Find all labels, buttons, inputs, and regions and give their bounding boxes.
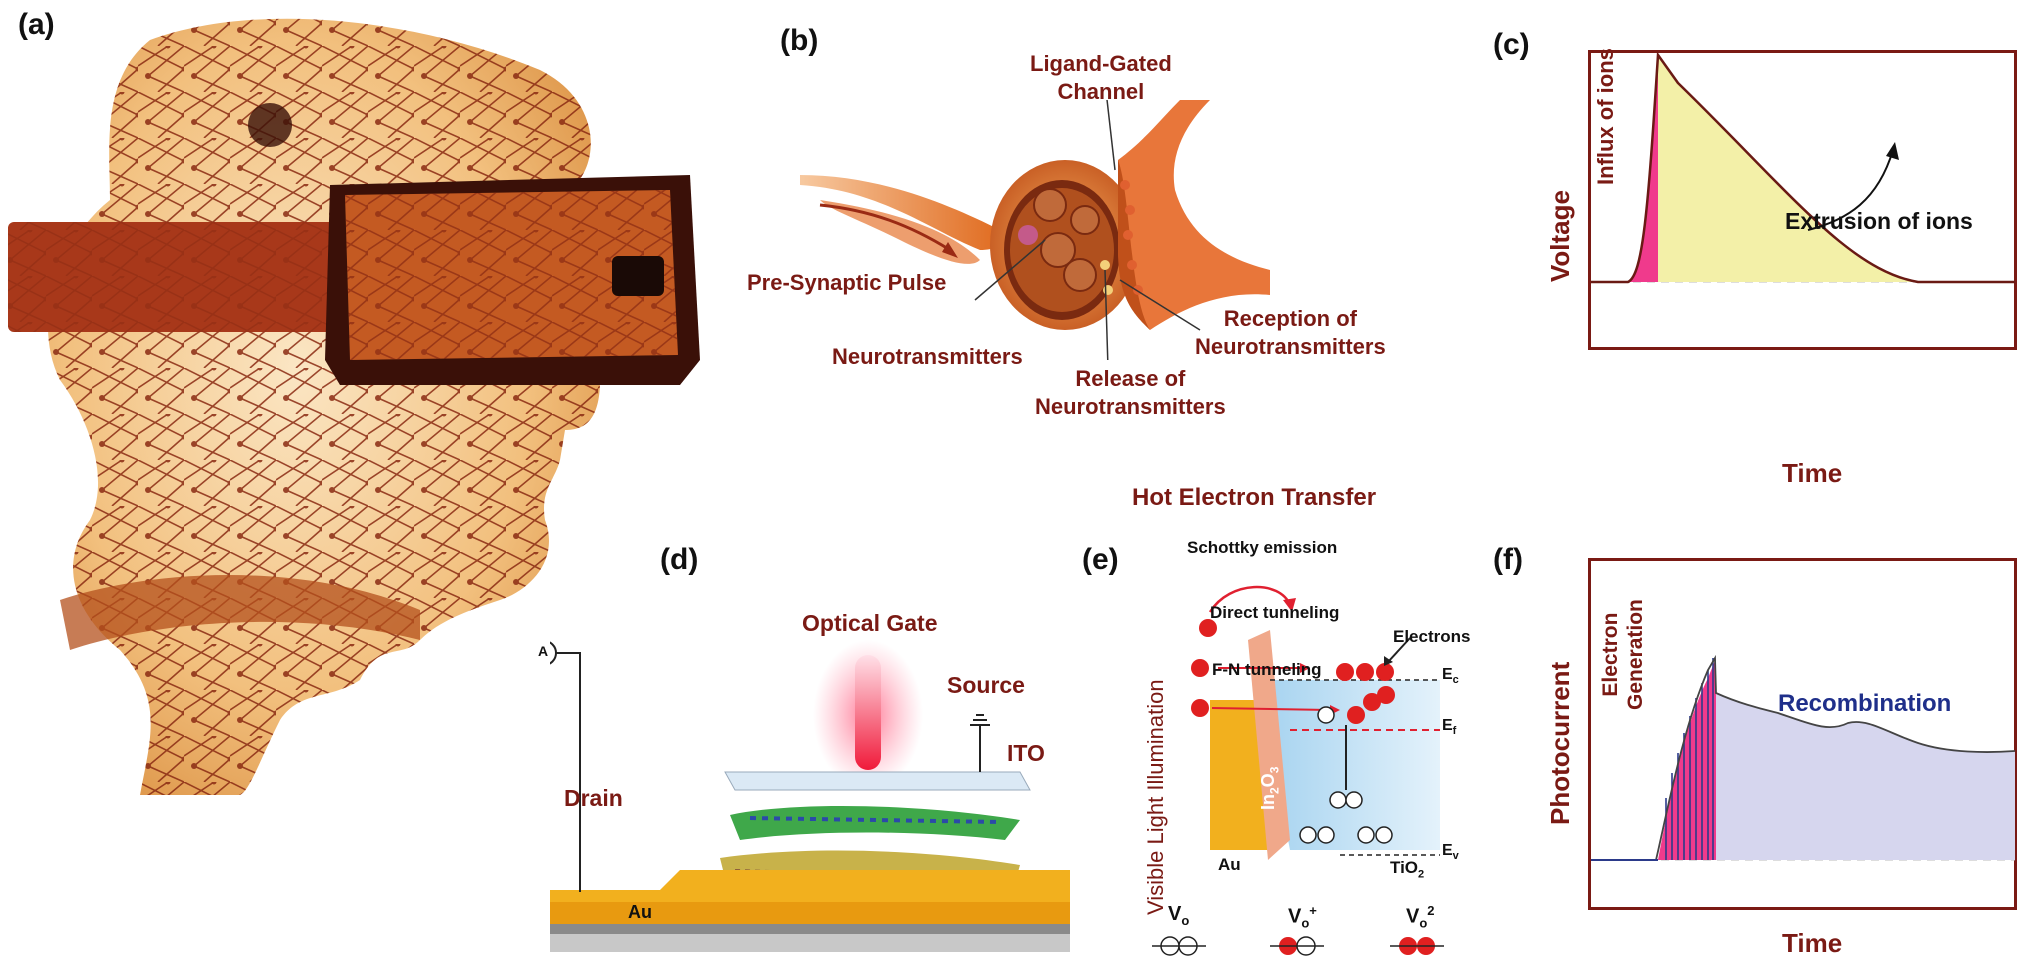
extrusion-fill [1658,55,1918,282]
time-axis-label-c: Time [1782,458,1843,488]
panel-label-a: (a) [18,8,55,41]
hot-electron-title: Hot Electron Transfer [1132,484,1377,511]
voltage-curve [1591,51,2015,284]
influx-label: Influx of ions [1593,48,1618,185]
vo1-label: Vo+ [1288,903,1317,931]
in2o3-barrier [1248,630,1290,860]
device-illustration [550,640,1070,952]
extrusion-label: Extrusion of ions [1785,208,1973,234]
ammeter-label: A [538,643,549,659]
ligand-gated-line2: Channel [1057,79,1145,104]
synapse-illustration [800,100,1270,360]
vr-head-illustration [8,18,700,795]
tio2-label: TiO2 [1390,858,1425,881]
band-diagram [1152,585,1444,956]
influx-fill [1591,55,1658,282]
vo1-icon [1270,936,1324,956]
panel-label-c: (c) [1493,28,1530,61]
generation-spikes [1665,658,1714,860]
release-label: Release of Neurotransmitters [1035,365,1226,421]
source-label: Source [947,672,1025,698]
voltage-chart [1588,50,2017,350]
neurotransmitters-label: Neurotransmitters [832,344,1023,369]
pre-synaptic-pulse-label: Pre-Synaptic Pulse [747,270,947,295]
au-band-label: Au [1218,855,1241,874]
recombination-fill [1713,693,2015,860]
generation-line1: Electron [1599,612,1622,697]
panel-label-e: (e) [1082,543,1119,576]
direct-tunneling-label: Direct tunneling [1210,603,1340,622]
panel-label-f: (f) [1493,543,1523,576]
panel-label-b: (b) [780,24,819,57]
time-axis-label-f: Time [1782,928,1843,958]
reception-line1: Reception of [1223,306,1357,331]
vo2-label: Vo2 [1406,903,1435,931]
electron-generation-label: Electron Generation [1598,599,1648,710]
electrons-label: Electrons [1393,627,1471,646]
reception-label: Reception of Neurotransmitters [1195,305,1386,361]
optical-gate-label: Optical Gate [802,610,938,636]
extrusion-arrow [1807,149,1894,231]
panel-label-d: (d) [660,543,699,576]
schottky-label: Schottky emission [1187,538,1338,557]
in2o3-label: In2O3 [1258,766,1282,810]
generation-line2: Generation [1624,599,1647,710]
fn-tunneling-label: F-N tunneling [1212,660,1322,679]
release-line1: Release of [1075,366,1186,391]
ec-label: Ec [1442,666,1459,687]
ammeter [550,641,557,665]
visible-light-label: Visible Light Illumination [1143,679,1168,915]
ef-label: Ef [1442,717,1457,738]
au-electrode-label: Au [628,902,652,922]
drain-label: Drain [564,785,623,811]
ito-label: ITO [1007,740,1045,766]
release-line2: Neurotransmitters [1035,394,1226,419]
voltage-axis-label: Voltage [1545,190,1575,282]
vo2-icon [1390,937,1444,955]
ligand-gated-channel-label: Ligand-Gated Channel [1030,50,1172,106]
ev-label: Ev [1442,842,1459,863]
ligand-gated-line1: Ligand-Gated [1030,51,1172,76]
reception-line2: Neurotransmitters [1195,334,1386,359]
vo-icon [1152,936,1206,956]
photocurrent-curve [1591,654,2016,861]
vr-headset [8,175,700,385]
vo-label: Vo [1168,903,1190,928]
photocurrent-axis-label: Photocurrent [1545,661,1575,825]
photocurrent-chart [1588,558,2017,910]
recombination-label: Recombination [1778,690,1952,717]
